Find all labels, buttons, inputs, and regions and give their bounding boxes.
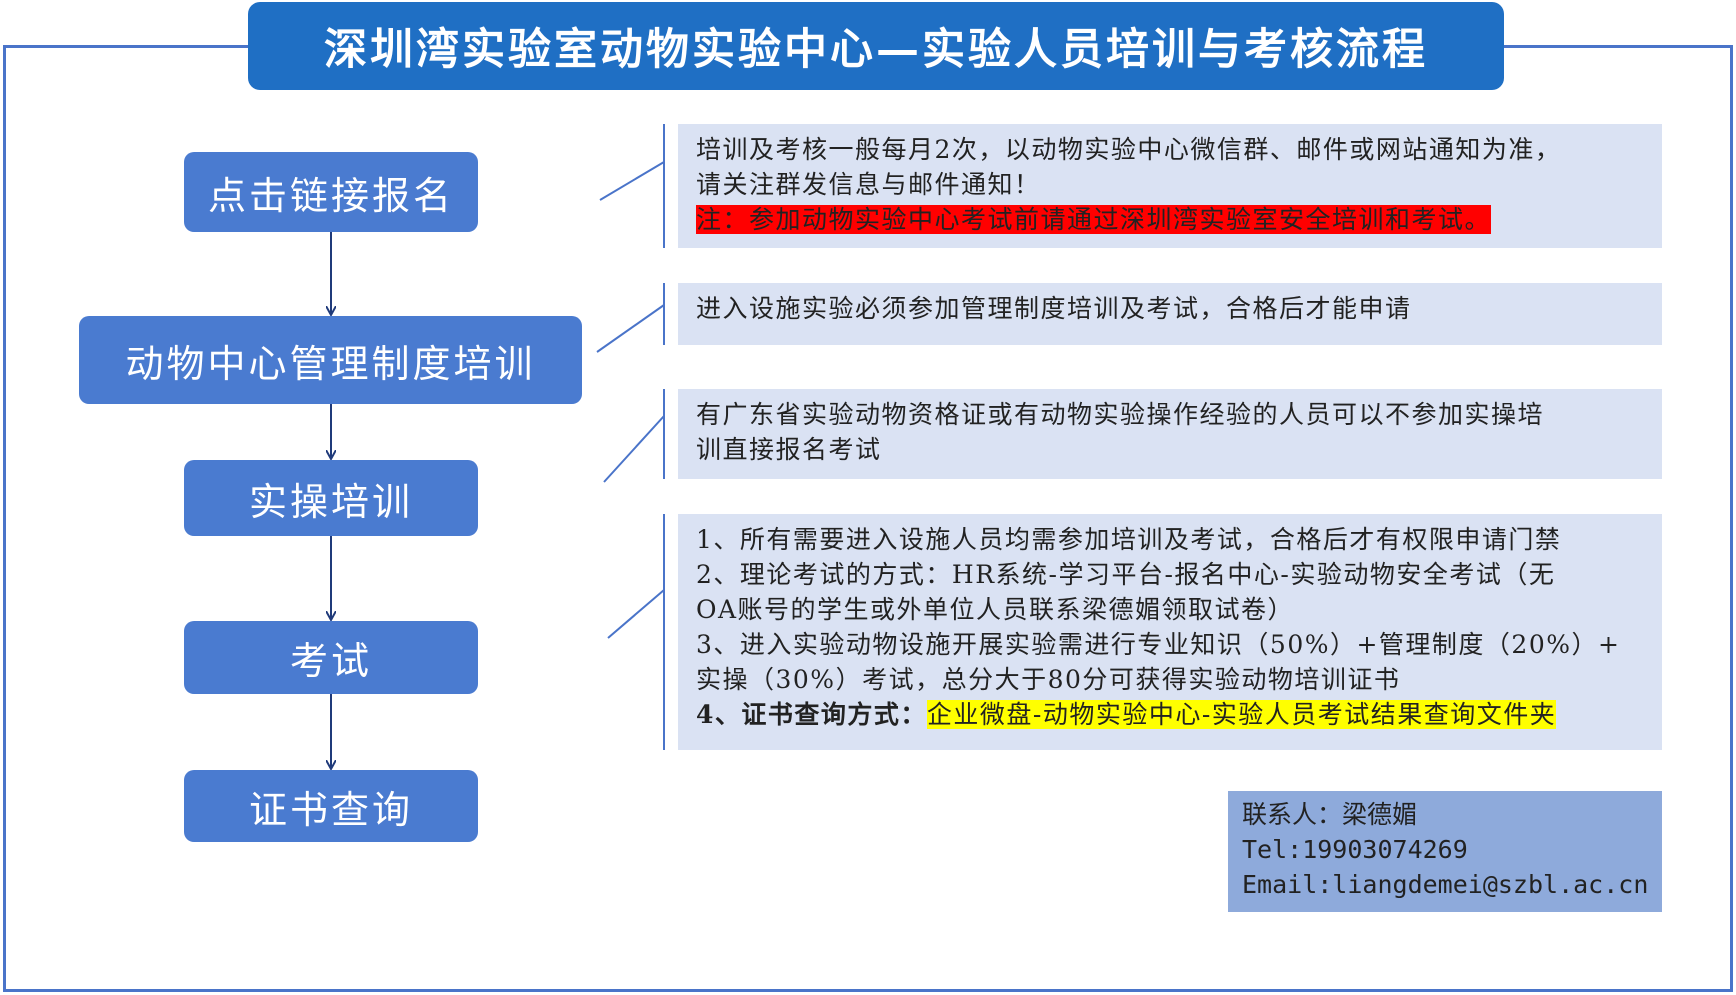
note-exam-line: 实操（30%）考试，总分大于80分可获得实验动物培训证书 <box>696 665 1401 694</box>
step-management-training: 动物中心管理制度培训 <box>79 316 582 404</box>
step-signup: 点击链接报名 <box>184 152 478 232</box>
contact-tel: Tel:19903074269 <box>1242 835 1468 864</box>
step-practical-training: 实操培训 <box>184 460 478 536</box>
step-certificate-query-label: 证书查询 <box>248 787 413 832</box>
note-exam-query-path: 企业微盘-动物实验中心-实验人员考试结果查询文件夹 <box>926 700 1557 729</box>
step-management-training-label: 动物中心管理制度培训 <box>125 341 536 386</box>
contact-box: 联系人：梁德媚 Tel:19903074269 Email:liangdemei… <box>1228 791 1662 912</box>
note-management-line: 进入设施实验必须参加管理制度培训及考试，合格后才能申请 <box>696 294 1412 323</box>
note-signup-warning: 注：参加动物实验中心考试前请通过深圳湾实验室安全培训和考试。 <box>696 205 1492 234</box>
step-certificate-query: 证书查询 <box>184 770 478 842</box>
contact-person: 联系人：梁德媚 <box>1242 800 1418 829</box>
note-exam: 1、所有需要进入设施人员均需参加培训及考试，合格后才有权限申请门禁 2、理论考试… <box>678 514 1662 750</box>
step-exam-label: 考试 <box>289 639 372 683</box>
note-exam-line: 2、理论考试的方式：HR系统-学习平台-报名中心-实验动物安全考试（无 <box>696 560 1556 589</box>
page-title-text: 深圳湾实验室动物实验中心—实验人员培训与考核流程 <box>324 25 1428 75</box>
note-practice-line: 有广东省实验动物资格证或有动物实验操作经验的人员可以不参加实操培 <box>696 400 1545 429</box>
step-practical-training-label: 实操培训 <box>248 479 413 524</box>
step-signup-label: 点击链接报名 <box>207 173 454 218</box>
note-signup-line: 请关注群发信息与邮件通知！ <box>696 170 1041 199</box>
note-management: 进入设施实验必须参加管理制度培训及考试，合格后才能申请 <box>678 283 1662 345</box>
step-exam: 考试 <box>184 621 478 694</box>
note-exam-line: 1、所有需要进入设施人员均需参加培训及考试，合格后才有权限申请门禁 <box>696 525 1562 554</box>
note-signup-line: 培训及考核一般每月2次，以动物实验中心微信群、邮件或网站通知为准， <box>696 135 1562 164</box>
note-signup: 培训及考核一般每月2次，以动物实验中心微信群、邮件或网站通知为准， 请关注群发信… <box>678 124 1662 248</box>
note-exam-line: 3、进入实验动物设施开展实验需进行专业知识（50%）+管理制度（20%）+ <box>696 630 1621 659</box>
contact-email: Email:liangdemei@szbl.ac.cn <box>1242 870 1649 899</box>
note-practice: 有广东省实验动物资格证或有动物实验操作经验的人员可以不参加实操培 训直接报名考试 <box>678 389 1662 479</box>
page-title: 深圳湾实验室动物实验中心—实验人员培训与考核流程 <box>248 2 1504 90</box>
note-exam-line: OA账号的学生或外单位人员联系梁德媚领取试卷） <box>696 595 1295 624</box>
note-exam-query-label: 4、证书查询方式： <box>696 700 927 729</box>
note-practice-line: 训直接报名考试 <box>696 435 882 464</box>
